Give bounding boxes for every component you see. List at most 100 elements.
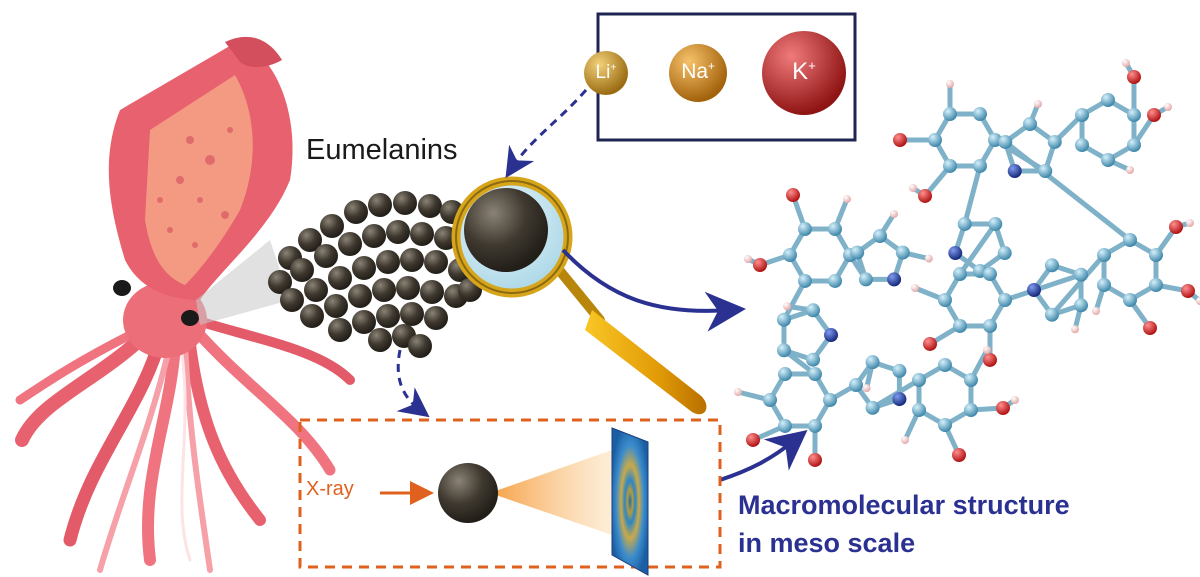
eumelanins-label: Eumelanins [306, 134, 458, 166]
hydrogen-atom [783, 302, 792, 311]
granule [324, 294, 348, 318]
oxygen-atom [1143, 321, 1157, 335]
hydrogen-atom [1092, 307, 1101, 315]
carbon-atom [1126, 108, 1141, 122]
xray-analysis-arrow [396, 349, 430, 418]
carbon-atom [1123, 233, 1137, 247]
zoom-cone [196, 240, 290, 325]
granule [344, 200, 368, 224]
hydrogen-atom [1126, 166, 1134, 174]
hydrogen-atom [901, 436, 910, 444]
lithium-ion [584, 51, 628, 95]
hydrogen-atom [843, 195, 851, 204]
oxygen-atom [893, 133, 907, 147]
granule [408, 334, 432, 358]
carbon-atom [953, 267, 967, 282]
nitrogen-atom [887, 272, 902, 287]
eumelanin-granule-cluster [268, 191, 482, 358]
granule [376, 304, 400, 328]
carbon-atom [1074, 298, 1089, 313]
carbon-atom [1148, 248, 1163, 262]
carbon-atom [938, 358, 952, 372]
carbon-atom [973, 107, 987, 122]
carbon-atom [1023, 117, 1037, 131]
hydrogen-atom [1071, 325, 1080, 334]
oxygen-atom [995, 401, 1010, 415]
bond [1049, 252, 1107, 318]
carbon-atom [997, 246, 1012, 261]
xray-label: X-ray [306, 478, 354, 500]
magnifying-glass-icon [451, 176, 707, 415]
carbon-atom [806, 303, 821, 318]
carbon-atom [912, 403, 927, 417]
carbon-atom [938, 293, 952, 307]
hydrogen-atom [982, 346, 991, 354]
granule [320, 214, 344, 238]
carbon-atom [988, 216, 1003, 231]
granule [300, 304, 324, 328]
oxygen-atom [952, 448, 966, 462]
carbon-atom [983, 318, 997, 333]
bond [957, 221, 998, 277]
granule [410, 222, 434, 246]
oxygen-atom [753, 258, 767, 272]
granule [368, 193, 392, 217]
single-granule [438, 463, 498, 523]
nitrogen-atom [824, 328, 838, 342]
hydrogen-atom [862, 384, 871, 393]
nitrogen-atom [892, 392, 907, 407]
granule [338, 232, 362, 256]
hydrogen-atom [909, 183, 917, 192]
hydrogen-atom [1185, 219, 1194, 227]
bond [1002, 139, 1133, 243]
granule [352, 310, 376, 334]
hydrogen-atom [734, 388, 742, 396]
carbon-atom [828, 222, 842, 237]
carbon-atom [1126, 138, 1141, 152]
carbon-atom [1101, 93, 1115, 107]
carbon-atom [943, 107, 957, 122]
nitrogen-atom [1027, 283, 1041, 297]
carbon-atom [973, 158, 987, 173]
oxygen-atom [786, 188, 800, 203]
granule [393, 191, 417, 215]
carbon-atom [1075, 108, 1090, 122]
granule [400, 248, 424, 272]
carbon-atom [998, 293, 1012, 307]
carbon-atom [873, 229, 887, 243]
carbon-atom [1074, 267, 1089, 282]
carbon-atom [798, 222, 812, 237]
carbon-atom [798, 273, 812, 288]
sodium-ion-label: Na+ [681, 60, 715, 83]
macro-line-1: Macromolecular structure [738, 490, 1070, 520]
oxygen-atom [983, 352, 997, 367]
granule [424, 250, 448, 274]
sodium-ion [669, 44, 727, 102]
granule [372, 278, 396, 302]
carbon-atom [1097, 248, 1112, 262]
hydrogen-atom [946, 80, 954, 89]
granule [298, 228, 322, 252]
scattered-beam [490, 450, 612, 535]
granule [290, 258, 314, 282]
hydrogen-atom [890, 210, 898, 218]
granule [418, 194, 442, 218]
hydrogen-atom [1195, 297, 1200, 305]
oxygen-atom [923, 336, 937, 351]
carbon-atom [928, 133, 942, 147]
lithium-ion-label: Li+ [595, 62, 617, 83]
carbon-atom [1075, 138, 1090, 152]
granule [420, 280, 444, 304]
carbon-atom [849, 378, 863, 392]
potassium-ion-label: K+ [792, 58, 816, 85]
hydrogen-atom [1010, 396, 1019, 404]
carbon-atom [998, 134, 1013, 149]
carbon-atom [778, 367, 792, 382]
carbon-atom [953, 318, 967, 333]
carbon-atom [808, 367, 822, 382]
oxygen-atom [1168, 220, 1183, 234]
bond [781, 278, 808, 323]
oxygen-atom [918, 188, 932, 203]
bond [962, 163, 983, 227]
